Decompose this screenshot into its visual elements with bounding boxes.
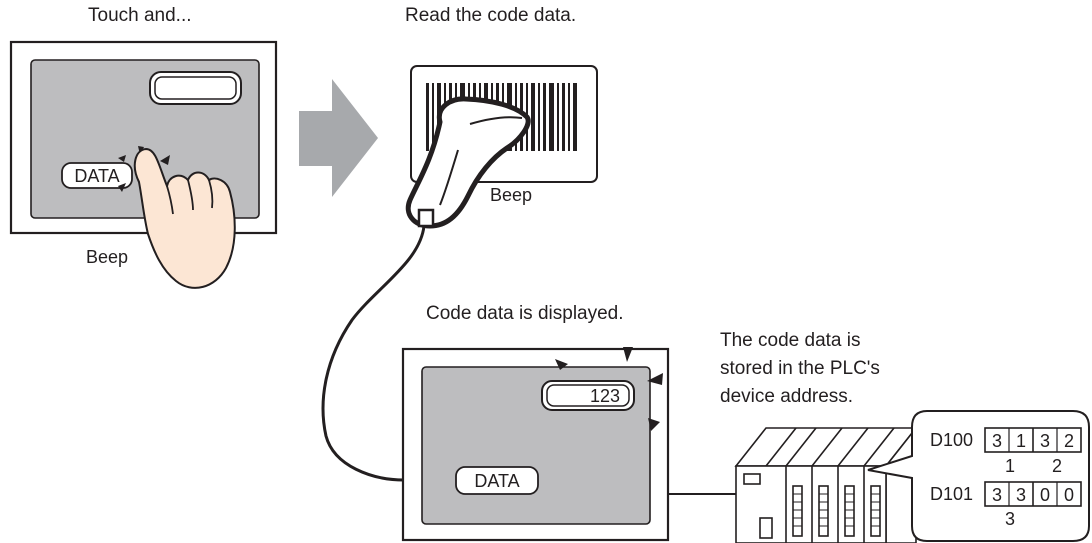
- beep-scan-caption: Beep: [490, 185, 533, 205]
- displayed-caption: Code data is displayed.: [426, 303, 624, 324]
- d100-digit: 2: [1064, 431, 1074, 451]
- flow-arrow-icon: [299, 79, 378, 197]
- d101-digit: 0: [1064, 485, 1074, 505]
- result-data-button[interactable]: DATA: [455, 466, 539, 495]
- beep-touch-caption: Beep: [86, 247, 129, 267]
- stored-caption-line1: The code data is: [720, 330, 861, 351]
- touch-data-button[interactable]: DATA: [61, 162, 133, 189]
- code-display-field: 123: [541, 380, 635, 411]
- stored-caption-line3: device address.: [720, 386, 854, 407]
- d101-row: D101 3 3 0 0 3: [930, 481, 1082, 529]
- d100-address: D100: [930, 430, 973, 450]
- d101-address: D101: [930, 484, 973, 504]
- barcode-scanner-icon: [405, 96, 531, 229]
- d101-digit: 3: [1016, 485, 1026, 505]
- pointing-hand-icon: [133, 147, 236, 289]
- stored-caption-line2: stored in the PLC's: [720, 358, 880, 379]
- update-burst-icon: [555, 347, 663, 431]
- d100-row: D100 3 1 3 2 1 2: [930, 427, 1082, 476]
- code-display-value: 123: [590, 386, 620, 406]
- plc-icon: [734, 425, 918, 543]
- d100-word-label: 2: [1052, 456, 1062, 476]
- d100-word-label: 1: [1005, 456, 1015, 476]
- result-panel: [401, 347, 670, 542]
- d100-digit: 3: [992, 431, 1002, 451]
- touch-caption: Touch and...: [88, 5, 192, 26]
- touch-data-button-label: DATA: [74, 166, 119, 186]
- d100-digit: 1: [1016, 431, 1026, 451]
- result-data-button-label: DATA: [474, 471, 519, 491]
- d101-word-label: 3: [1005, 509, 1015, 529]
- d101-digit: 0: [1040, 485, 1050, 505]
- read-caption: Read the code data.: [405, 5, 577, 26]
- scanner-cable: [321, 225, 426, 482]
- d100-digit: 3: [1040, 431, 1050, 451]
- d101-digit: 3: [992, 485, 1002, 505]
